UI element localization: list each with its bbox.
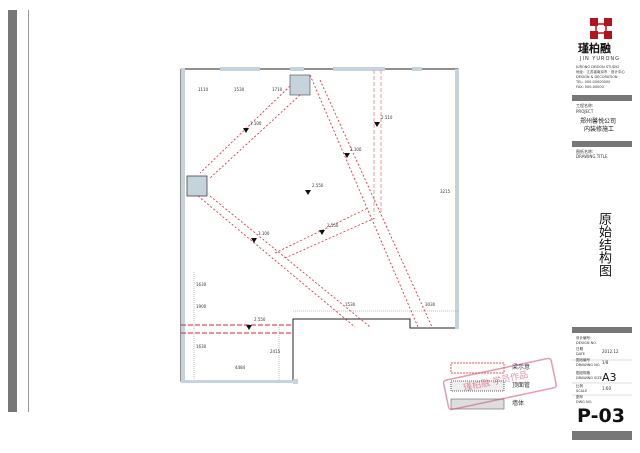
brand-line: FAX: 000-00000	[576, 85, 604, 89]
drawing-label: 图纸名称:	[576, 149, 594, 154]
column	[289, 74, 311, 96]
brand-line: DESIGN & DECORATION	[576, 75, 618, 79]
info-label: 日期	[576, 347, 583, 351]
brand-info: JURONG DESIGN STUDIO 地址：江苏省南京市 · 设计中心 DE…	[576, 65, 625, 90]
column	[186, 175, 208, 197]
project-name: 郑州馨悦公司	[580, 118, 617, 125]
info-row: 设计编号:DESIGN NO.	[576, 336, 632, 347]
dimension-label: 1630	[196, 344, 207, 349]
info-value: 1:60	[602, 386, 611, 391]
info-label: 比例	[576, 384, 583, 388]
brand-line: JURONG DESIGN STUDIO	[576, 65, 620, 69]
page-number: P-03	[577, 405, 625, 427]
info-value: A3	[602, 371, 617, 384]
beams	[181, 74, 433, 334]
dimension-label: 1530	[345, 302, 356, 307]
brand-name: 瑾柏融	[578, 42, 611, 55]
info-label-en: DATE	[576, 352, 586, 356]
elevation-label: 2.550	[254, 317, 266, 322]
dimension-label: 1630	[196, 282, 207, 287]
info-label: 图纸编号	[576, 358, 590, 362]
watermark-stamp	[442, 357, 557, 411]
title-block-bars	[572, 95, 632, 440]
info-label: 设计编号:	[576, 336, 592, 340]
project-label: 工程名称:	[576, 103, 594, 108]
info-label-en: DRAWING SIZE	[576, 376, 602, 380]
elevation-markers	[243, 122, 380, 330]
dimension-label: 1900	[196, 304, 207, 309]
legend-label: 顶面管	[512, 382, 531, 389]
elevation-label: 3.100	[258, 231, 270, 236]
plan-walls	[180, 68, 459, 382]
legend-label: 墙体	[512, 400, 525, 407]
brand-line: TEL: 000-00000000	[576, 80, 611, 84]
drawing-title: 原始结构图	[596, 212, 611, 277]
info-label: 图纸规格	[576, 371, 590, 375]
logo	[590, 18, 612, 39]
project-name: 内装修施工	[584, 126, 615, 133]
elevation-label: 2.550	[312, 183, 324, 188]
dimension-label: 3215	[440, 189, 451, 194]
drawing-label-en: DRAWING TITLE	[576, 154, 608, 159]
dimension-label: 2415	[270, 349, 281, 354]
border-line	[28, 10, 29, 412]
project-label-en: PROJECT	[576, 109, 594, 114]
info-label-en: DRAWING NO.	[576, 363, 601, 367]
info-label-en: DWG NO.	[576, 400, 593, 404]
info-value: 1/8	[602, 360, 609, 365]
brand-name-en: JIN YURONG	[580, 56, 621, 62]
dimension-label: 1710	[272, 87, 283, 92]
legend-label: 梁示意	[512, 364, 531, 371]
info-label-en: DESIGN NO.	[576, 341, 597, 345]
elevation-label: 2.510	[381, 115, 393, 120]
dimension-lines	[193, 272, 458, 380]
brand-line: 地址：江苏省南京市 · 设计中心	[576, 70, 625, 74]
elevation-label: 2.550	[327, 223, 339, 228]
dimension-label: 1530	[234, 87, 245, 92]
elevation-label: 2.100	[350, 147, 362, 152]
beam-vertical	[373, 70, 382, 215]
info-label: 图号	[576, 395, 583, 399]
dimension-label: 3030	[425, 302, 436, 307]
dimension-label: 4484	[235, 365, 246, 370]
dimension-label: 1110	[198, 87, 209, 92]
wall-segments	[181, 67, 459, 384]
info-label-en: SCALE	[576, 389, 588, 393]
info-value: 2012.12	[602, 349, 619, 354]
elevation-label: 3.100	[250, 121, 262, 126]
left-margin-bar	[8, 10, 17, 412]
